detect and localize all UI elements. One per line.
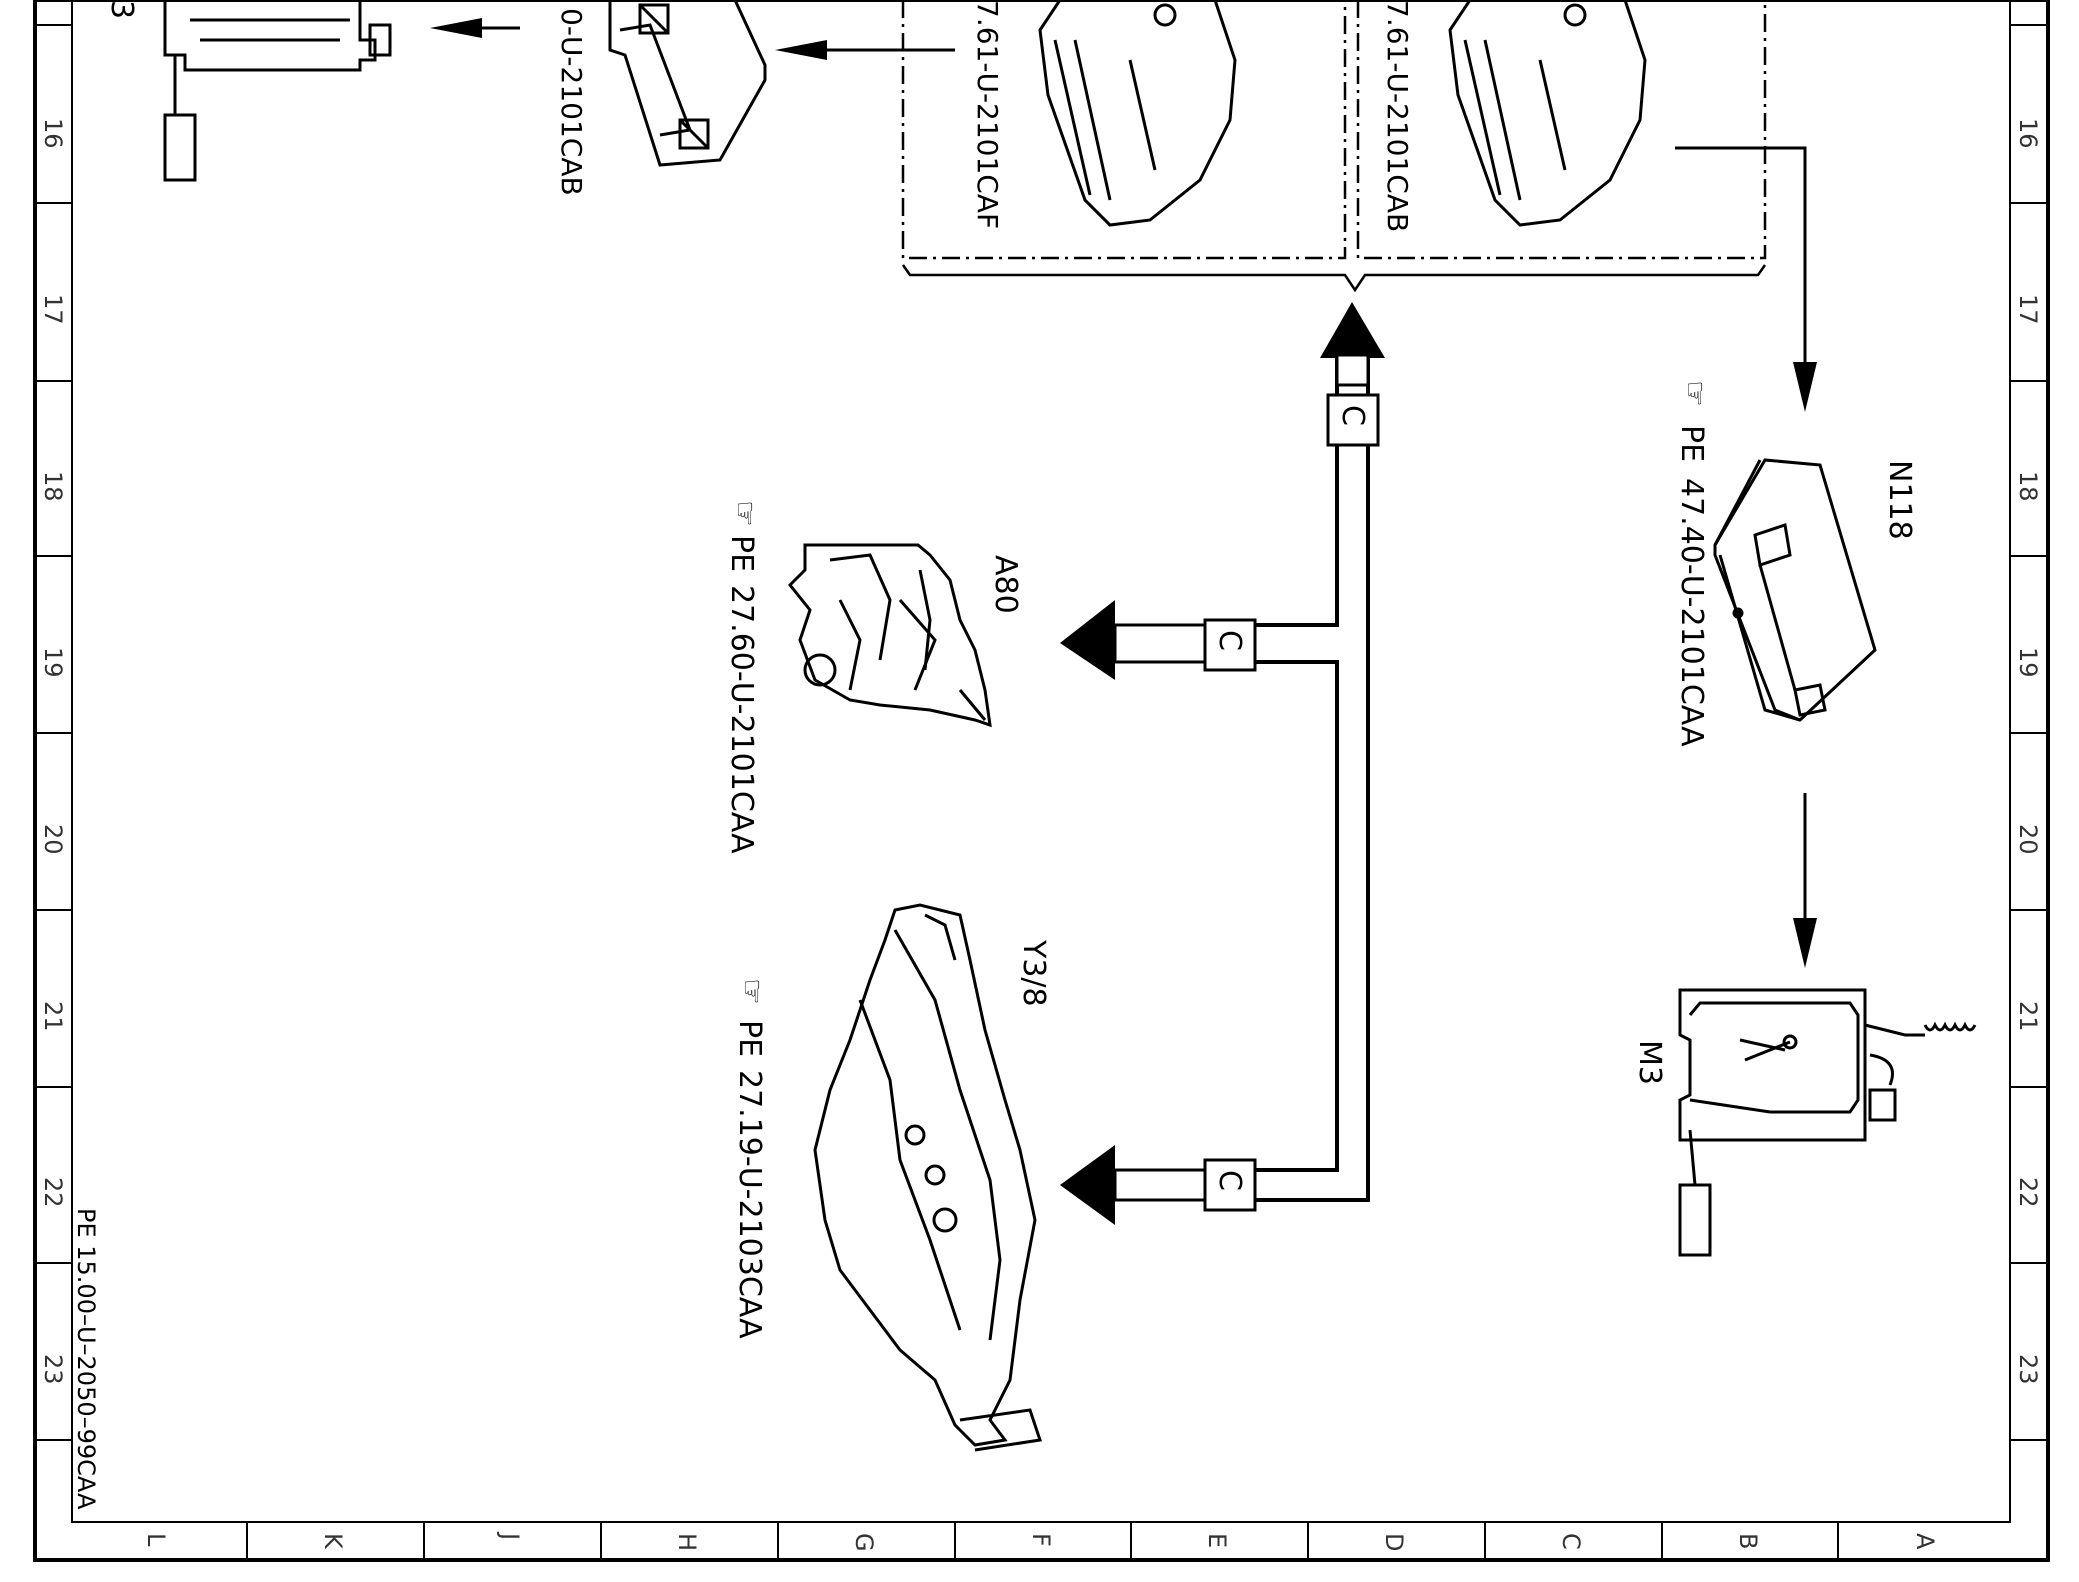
row-number: 19 xyxy=(2014,647,2042,678)
row-number: 21 xyxy=(39,1001,67,1032)
a80-ref-prefix: PE xyxy=(724,535,759,572)
row-numbers-left: 16 17 18 19 20 21 22 23 xyxy=(39,118,67,1385)
y3-8-ref-code: 27.19-U-2103CAA xyxy=(732,1070,767,1339)
top-left-component-label: 3 xyxy=(104,0,139,19)
signal-arrow xyxy=(1793,793,1817,968)
connector-c-label: C xyxy=(1212,1170,1247,1191)
hand-pointer-icon: ☞ xyxy=(1677,380,1712,407)
column-letter: C xyxy=(1557,1533,1585,1550)
signal-arrow xyxy=(430,18,520,38)
column-letter: L xyxy=(142,1533,170,1547)
a80-reference: ☞ PE 27.60-U-2101CAA xyxy=(724,500,762,854)
n118-reference: ☞ PE 47.40-U-2101CAA xyxy=(1674,380,1712,747)
column-letter: F xyxy=(1027,1533,1055,1547)
row-ticks xyxy=(35,24,2048,1441)
a80-label: A80 xyxy=(988,555,1023,614)
m3-label: M3 xyxy=(1632,1040,1667,1085)
a80-component xyxy=(787,543,992,728)
row-number: 16 xyxy=(2014,118,2042,149)
column-letter: A xyxy=(1911,1533,1939,1550)
y3-8-label: Y3/8 xyxy=(1016,939,1051,1007)
row-number: 18 xyxy=(2014,471,2042,502)
row-number: 23 xyxy=(39,1354,67,1385)
connector-c-label: C xyxy=(1212,630,1247,651)
row-number: 20 xyxy=(2014,824,2042,855)
row-number: 22 xyxy=(39,1177,67,1208)
document-reference: PE 15.00–U–2050–99CAA xyxy=(72,1208,100,1510)
column-letter: G xyxy=(850,1533,878,1552)
column-letter: B xyxy=(1734,1533,1762,1549)
hand-pointer-icon: ☞ xyxy=(727,500,762,527)
connector-c-trunk: C xyxy=(1326,393,1380,447)
connector-c-label: C xyxy=(1335,405,1370,426)
row-number: 17 xyxy=(2014,294,2042,325)
row-number: 18 xyxy=(39,471,67,502)
y3-8-reference: ☞ PE 27.19-U-2103CAA xyxy=(732,978,769,1339)
row-number: 22 xyxy=(2014,1177,2042,1208)
row-number: 17 xyxy=(39,294,67,325)
top-control-unit-2-ref: 7.61-U-2101CAF xyxy=(971,0,1004,229)
column-letters: L K J H G F E D C B A xyxy=(142,1531,1939,1552)
column-letter: J xyxy=(496,1531,524,1540)
top-control-unit-1 xyxy=(608,0,767,167)
n118-ref-code: 47.40-U-2101CAA xyxy=(1674,478,1709,747)
n118-label: N118 xyxy=(1882,460,1917,540)
m3-component xyxy=(1678,988,1977,1257)
top-left-motor-fragment xyxy=(163,0,392,182)
column-letter: K xyxy=(319,1533,347,1550)
y3-8-component xyxy=(813,903,1042,1452)
a80-ref-code: 27.60-U-2101CAA xyxy=(724,585,759,854)
group-brace xyxy=(901,264,1767,293)
row-number: 16 xyxy=(39,118,67,149)
n118-component xyxy=(1713,458,1877,722)
top-control-unit-3 xyxy=(1448,0,1647,227)
n118-ref-prefix: PE xyxy=(1674,425,1709,462)
bus-arrow-a80: C xyxy=(1060,600,1257,680)
column-letter: E xyxy=(1203,1533,1231,1548)
bus-arrow-up xyxy=(1320,302,1385,387)
signal-arrow xyxy=(775,40,955,60)
y3-8-ref-prefix: PE xyxy=(732,1020,767,1057)
can-bus-trunk xyxy=(1230,355,1370,1202)
signal-arrow xyxy=(1675,146,1817,412)
bus-arrow-y3-8: C xyxy=(1060,1145,1257,1225)
top-control-unit-2 xyxy=(1038,0,1237,227)
hand-pointer-icon: ☞ xyxy=(734,978,769,1005)
column-letter: H xyxy=(673,1533,701,1551)
row-number: 20 xyxy=(39,824,67,855)
row-numbers-right: 16 17 18 19 20 21 22 23 xyxy=(2014,118,2042,1385)
row-number: 23 xyxy=(2014,1354,2042,1385)
column-letter: D xyxy=(1380,1533,1408,1551)
row-number: 21 xyxy=(2014,1001,2042,1032)
row-number: 19 xyxy=(39,647,67,678)
column-ticks xyxy=(246,1522,1839,1560)
control-unit-group-box xyxy=(901,0,1767,260)
sheet-frame xyxy=(33,0,2050,1562)
top-control-unit-1-ref: 0-U-2101CAB xyxy=(555,8,588,196)
top-control-unit-3-ref: 7.61-U-2101CAB xyxy=(1381,0,1414,232)
